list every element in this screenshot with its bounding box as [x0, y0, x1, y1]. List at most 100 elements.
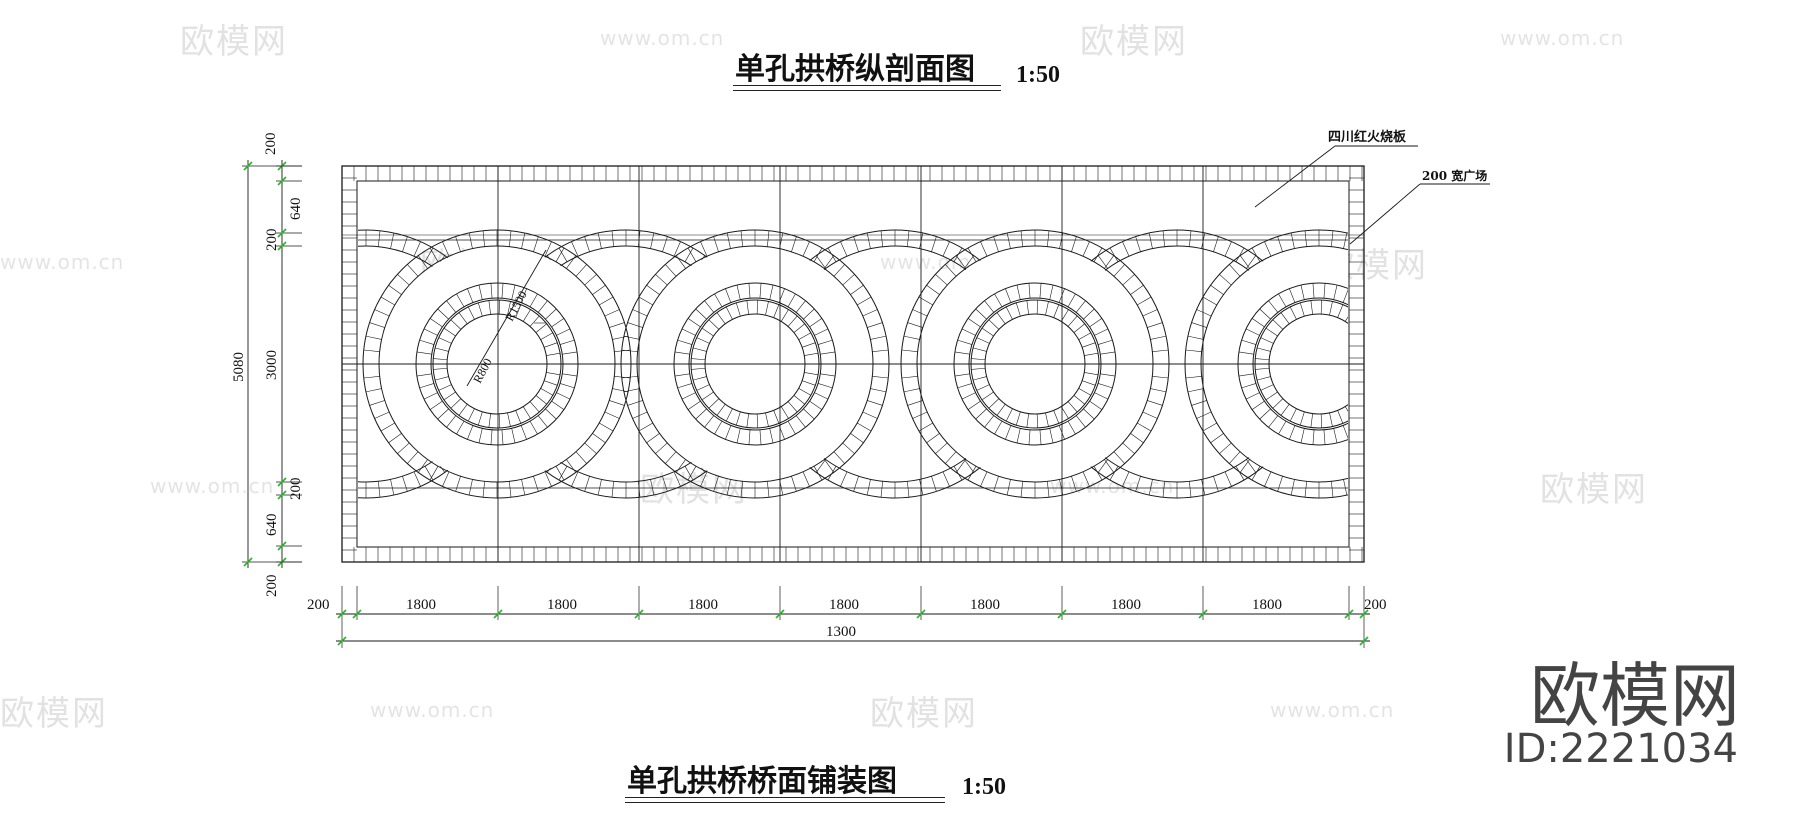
ring-brick-joint [374, 309, 390, 317]
ring-brick-joint [1224, 471, 1232, 487]
ring-brick-joint [1378, 329, 1392, 336]
ring-brick-joint [655, 442, 668, 454]
ring-brick-joint [1082, 342, 1096, 348]
ring-brick-joint [787, 401, 798, 413]
ring-brick-joint [521, 479, 526, 496]
ring-brick-joint [566, 459, 577, 473]
ring-brick-joint [994, 293, 1003, 307]
ring-brick-joint [903, 335, 920, 340]
ring-brick-joint [551, 318, 565, 328]
ring-brick-joint [726, 232, 731, 249]
ring-brick-joint [1331, 230, 1334, 247]
ring-brick-joint [840, 471, 848, 487]
ring-brick-joint [437, 308, 449, 320]
ring-brick-joint [675, 255, 686, 269]
ring-brick-joint [477, 411, 483, 426]
ring-brick-joint [477, 302, 483, 317]
ring-brick-joint [675, 459, 686, 473]
leader-stone [1254, 145, 1336, 208]
ring-brick-joint [442, 241, 450, 257]
ring-brick-joint [1268, 415, 1279, 428]
dim-tick [243, 161, 253, 171]
dim-tick [277, 477, 287, 487]
ring-brick-joint [533, 236, 539, 252]
ring-brick-joint [507, 412, 511, 427]
dim-v-total: 5080 [231, 352, 247, 382]
ring-brick-joint [1265, 391, 1278, 401]
ring-brick-joint [696, 384, 710, 391]
ring-brick-joint [1187, 335, 1204, 340]
ring-brick-joint [443, 327, 456, 337]
ring-brick-joint [850, 284, 864, 295]
ring-brick-joint [239, 400, 254, 405]
ring-brick-joint [795, 415, 806, 428]
ring-brick-joint [1343, 479, 1348, 496]
ring-brick-joint [1374, 318, 1386, 326]
ring-brick-joint [365, 388, 382, 393]
ring-brick-joint [558, 247, 568, 262]
ring-brick-joint [609, 400, 625, 406]
bottom-title: 单孔拱桥桥面铺装图 [627, 764, 897, 799]
ring-brick-joint [1073, 323, 1085, 333]
ring-brick-joint [954, 351, 970, 355]
ring-brick-joint [967, 466, 977, 481]
ring-brick-joint [787, 315, 798, 327]
ring-brick-joint [976, 384, 990, 391]
ring-brick-joint [725, 306, 733, 320]
ring-brick-joint [981, 391, 994, 401]
ring-brick-joint [1265, 327, 1278, 337]
ring-brick-joint [621, 376, 638, 379]
ring-brick-joint [872, 349, 889, 352]
ring-brick-joint [1185, 376, 1202, 379]
ring-brick-joint [1323, 429, 1326, 445]
ring-brick-joint [996, 404, 1006, 416]
ring-brick-joint [397, 442, 410, 454]
ring-brick-joint [954, 373, 970, 377]
ring-brick-joint [1398, 452, 1409, 464]
ring-brick-joint [1142, 411, 1158, 419]
ring-brick-joint [1358, 395, 1369, 404]
ring-brick-joint [1251, 400, 1265, 410]
ring-brick-joint [1299, 411, 1305, 426]
ring-brick-joint [842, 442, 855, 454]
ring-brick-joint [250, 423, 264, 431]
ring-brick-joint [1067, 401, 1078, 413]
ring-brick-joint [1355, 476, 1360, 491]
ring-brick-joint [544, 471, 552, 487]
ring-brick-joint [870, 335, 887, 340]
ring-brick-joint [438, 337, 452, 344]
ring-brick-joint [1344, 406, 1348, 412]
watermark-brand: 欧模网 [1540, 470, 1648, 510]
leader-lines [1254, 145, 1490, 245]
ring-brick-joint [1331, 481, 1334, 498]
ring-brick-joint [713, 476, 719, 492]
ring-brick-joint [804, 352, 819, 356]
dim-h-3: 1800 [688, 597, 718, 613]
ring-brick-joint [592, 433, 606, 444]
ring-brick-joint [1260, 384, 1274, 391]
ring-brick-joint [416, 351, 432, 355]
ring-brick-joint [1229, 451, 1241, 464]
ring-brick-joint [433, 367, 448, 370]
ring-brick-joint [1036, 300, 1039, 315]
ring-brick-joint [957, 383, 973, 389]
ring-brick-joint [1224, 241, 1232, 257]
ring-brick-joint [687, 247, 697, 262]
ring-brick-joint [597, 479, 602, 496]
ring-brick-joint [423, 392, 438, 400]
ring-brick-joint [416, 373, 432, 377]
ring-brick-joint [681, 328, 696, 336]
ring-brick-joint [482, 481, 485, 498]
ring-brick-joint [1094, 392, 1109, 400]
ring-brick-joint [1045, 301, 1049, 316]
dim-v-1: 640 [288, 198, 304, 221]
ring-brick-joint [1268, 300, 1279, 313]
ring-brick-joint [1384, 374, 1399, 376]
ring-brick-joint [700, 241, 708, 257]
ring-brick-joint [1148, 232, 1153, 249]
ring-brick-joint [1028, 283, 1031, 299]
ring-brick-joint [646, 433, 660, 444]
ring-brick-joint [971, 367, 986, 370]
ring-brick-joint [931, 476, 937, 492]
ring-brick-joint [814, 328, 829, 336]
